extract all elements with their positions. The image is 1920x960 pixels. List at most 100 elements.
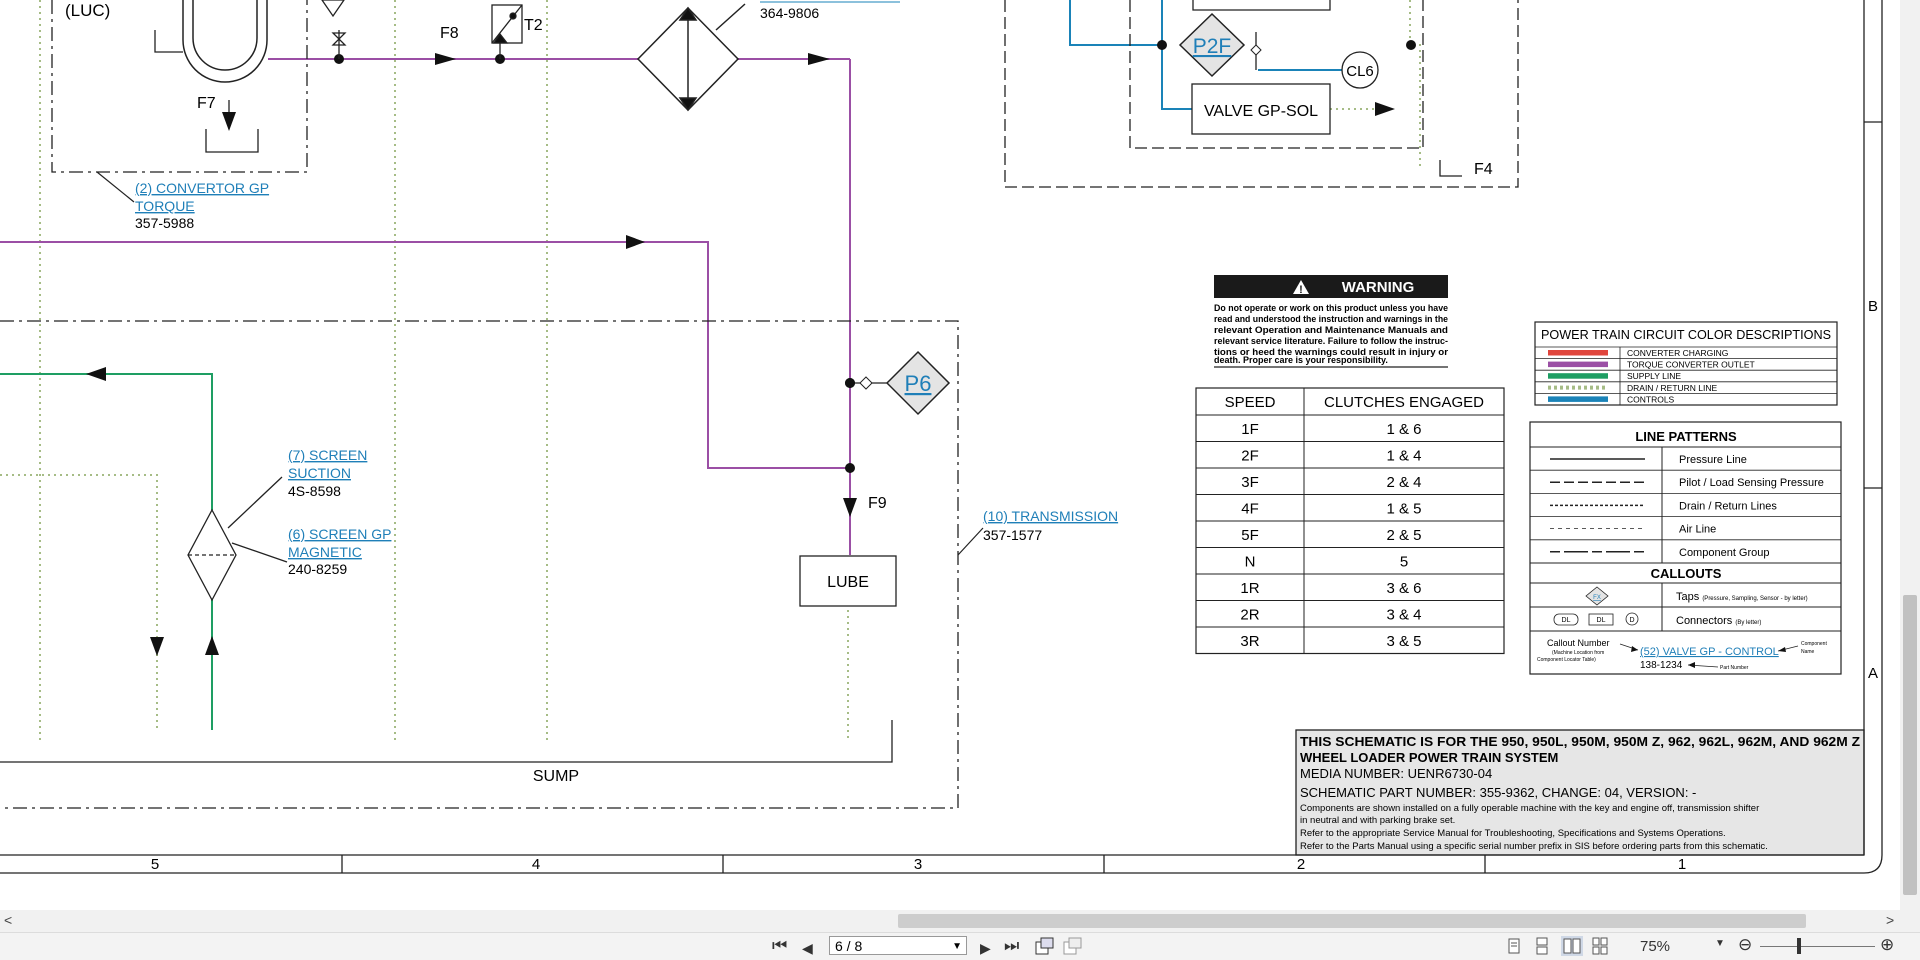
tap-symbol: FX <box>1593 595 1601 601</box>
horizontal-scroll-thumb[interactable] <box>898 914 1806 928</box>
vertical-scrollbar[interactable] <box>1900 0 1920 910</box>
line-pattern-label: Pressure Line <box>1679 454 1747 466</box>
callout-screen-suction[interactable]: (7) SCREEN <box>288 447 367 463</box>
callout-convertor-gp-torque[interactable]: (2) CONVERTOR GP <box>135 180 269 196</box>
speed-cell: 4F <box>1241 501 1259 518</box>
example-part-number: 138-1234 <box>1640 660 1683 671</box>
callout-screen-gp-magnetic-2[interactable]: MAGNETIC <box>288 544 362 560</box>
scroll-left-arrow-icon[interactable]: < <box>4 912 13 928</box>
horizontal-scrollbar[interactable]: < > <box>0 910 1900 932</box>
color-legend-label: CONTROLS <box>1627 394 1675 404</box>
color-swatch <box>1548 396 1608 402</box>
lube-box <box>799 555 897 607</box>
color-legend: POWER TRAIN CIRCUIT COLOR DESCRIPTIONS C… <box>1534 321 1838 406</box>
row-marker-a: A <box>1868 665 1878 682</box>
suction-part-number: 4S-8598 <box>288 483 341 499</box>
zone-5: 5 <box>151 856 159 873</box>
callout-number-sub-1: (Machine Location from <box>1552 650 1604 656</box>
component-name-label: Component <box>1801 641 1827 647</box>
component-name-label-2: Name <box>1801 649 1815 655</box>
page-number-input[interactable]: 6 / 8 ▼ <box>829 936 967 955</box>
zoom-slider[interactable] <box>1760 946 1875 947</box>
two-page-view-icon[interactable] <box>1561 936 1583 956</box>
zoom-chevron-down-icon[interactable]: ▼ <box>1715 938 1725 949</box>
previous-page-icon[interactable]: ◀ <box>802 940 813 956</box>
callout-convertor-gp-torque-2[interactable]: TORQUE <box>135 198 195 214</box>
zoom-in-icon[interactable]: ⊕ <box>1880 935 1895 954</box>
zone-2: 2 <box>1297 856 1305 873</box>
clutches-cell: 3 & 6 <box>1386 580 1421 597</box>
viewer-toolbar: ⏮ ◀ 6 / 8 ▼ ▶ ⏭ 75% ▼ ⊖ ⊕ <box>0 932 1920 960</box>
warning-icon <box>1293 280 1309 294</box>
clutches-cell: 1 & 6 <box>1386 421 1421 438</box>
page-border <box>0 0 1883 874</box>
warning-box: ! WARNING Do not operate or work on this… <box>1214 275 1449 368</box>
zone-3: 3 <box>914 856 922 873</box>
temperature-sensor-t2: T2 <box>491 4 543 59</box>
valve-group-area: VALVE GP-SOL P2F CL6 F4 <box>1004 0 1519 188</box>
convertor-part-number: 357-5988 <box>135 215 194 231</box>
magnetic-part-number: 240-8259 <box>288 561 347 577</box>
zoom-slider-thumb[interactable] <box>1797 938 1801 954</box>
page-layout-icon[interactable] <box>1062 937 1082 955</box>
zoom-level[interactable]: 75% <box>1640 938 1671 955</box>
title-note-1: Components are shown installed on a full… <box>1300 803 1759 814</box>
warning-title: WARNING <box>1342 279 1415 296</box>
speed-header: SPEED <box>1225 394 1276 411</box>
example-callout: (52) VALVE GP - CONTROL <box>1640 646 1779 658</box>
warning-line-3: relevant Operation and Maintenance Manua… <box>1214 325 1448 335</box>
p6-label[interactable]: P6 <box>905 371 932 396</box>
next-page-icon[interactable]: ▶ <box>980 940 991 956</box>
last-page-icon[interactable]: ⏭ <box>1004 936 1020 955</box>
chevron-down-icon[interactable]: ▼ <box>952 941 962 952</box>
continuous-view-icon[interactable] <box>1533 937 1551 955</box>
p2f-label[interactable]: P2F <box>1193 35 1232 58</box>
warning-line-6: death. Proper care is your responsibilit… <box>1214 355 1388 365</box>
sump-outline <box>0 720 893 763</box>
warning-line-2: read and understood the instruction and … <box>1214 314 1448 324</box>
speed-cell: N <box>1245 554 1256 571</box>
title-block: THIS SCHEMATIC IS FOR THE 950, 950L, 950… <box>1295 729 1865 856</box>
warning-line-1: Do not operate or work on this product u… <box>1214 303 1448 313</box>
callout-screen-suction-2[interactable]: SUCTION <box>288 465 351 481</box>
color-swatch <box>1548 361 1608 368</box>
transmission-group-box <box>0 320 959 809</box>
schematic-part-number: SCHEMATIC PART NUMBER: 355-9362, CHANGE:… <box>1300 785 1696 800</box>
screen-filter <box>187 476 288 602</box>
f4-label: F4 <box>1474 161 1493 178</box>
torque-converter-group: (LUC) F7 <box>51 0 308 173</box>
callouts-title: CALLOUTS <box>1651 566 1722 581</box>
part-364-9806: 364-9806 <box>760 5 819 21</box>
speed-cell: 3R <box>1240 633 1259 650</box>
two-page-continuous-icon[interactable] <box>1591 937 1609 955</box>
f7-label: F7 <box>197 95 216 112</box>
clutches-cell: 3 & 5 <box>1386 633 1421 650</box>
scroll-right-arrow-icon[interactable]: > <box>1886 912 1895 928</box>
single-page-view-icon[interactable] <box>1505 937 1523 955</box>
connector-symbol-1: DL <box>1562 617 1571 624</box>
transmission-part-number: 357-1577 <box>983 527 1042 543</box>
color-legend-title: POWER TRAIN CIRCUIT COLOR DESCRIPTIONS <box>1541 327 1831 342</box>
speed-cell: 1F <box>1241 421 1259 438</box>
lube-label: LUBE <box>827 574 869 591</box>
zoom-out-icon[interactable]: ⊖ <box>1738 935 1753 954</box>
oil-cooler <box>636 3 746 112</box>
torque-converter-outlet-lines <box>0 58 851 555</box>
connectors-label: Connectors (By letter) <box>1676 615 1761 627</box>
color-legend-label: DRAIN / RETURN LINE <box>1627 383 1718 393</box>
line-patterns-title: LINE PATTERNS <box>1635 429 1737 444</box>
document-viewer[interactable]: (LUC) F7 T2 F8 364-9806 (2) CONVERTOR GP… <box>0 0 1900 910</box>
connector-symbol-2: DL <box>1597 617 1606 624</box>
part-number-label: Part Number <box>1720 665 1749 671</box>
callout-screen-gp-magnetic[interactable]: (6) SCREEN GP <box>288 526 391 542</box>
callout-transmission[interactable]: (10) TRANSMISSION <box>983 508 1118 524</box>
rotate-page-icon[interactable] <box>1034 937 1054 955</box>
pressure-tap-p6: P6 <box>850 350 951 416</box>
control-lines <box>1069 0 1346 110</box>
vertical-scroll-thumb[interactable] <box>1903 595 1917 895</box>
media-number: MEDIA NUMBER: UENR6730-04 <box>1300 766 1492 781</box>
schematic-page: (LUC) F7 T2 F8 364-9806 (2) CONVERTOR GP… <box>0 0 1883 874</box>
clutches-cell: 5 <box>1400 554 1408 571</box>
first-page-icon[interactable]: ⏮ <box>772 936 788 955</box>
